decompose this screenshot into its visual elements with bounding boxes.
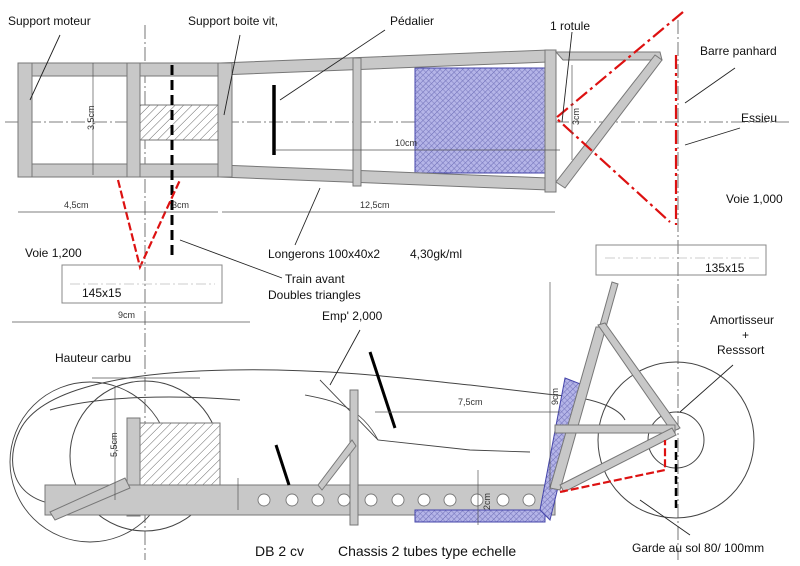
front-wishbone <box>116 179 181 271</box>
dim-2cm: 2cm <box>482 493 492 510</box>
dim-3-5cm: 3,5cm <box>86 105 96 130</box>
body-outline <box>19 369 626 431</box>
dim-7-5cm: 7,5cm <box>458 397 483 407</box>
label-pneu-avant: 145x15 <box>82 286 122 300</box>
side-view <box>9 281 755 543</box>
label-train-avant: Train avant <box>285 272 345 286</box>
front-tyre-box <box>61 264 223 304</box>
floor-panel <box>414 67 548 174</box>
label-essieu: Essieu <box>741 111 777 125</box>
label-pedalier: Pédalier <box>390 14 434 28</box>
label-rotule: 1 rotule <box>550 19 590 33</box>
label-garde-sol: Garde au sol 80/ 100mm <box>632 541 764 555</box>
label-support-moteur: Support moteur <box>8 14 91 28</box>
side-dimension-lines <box>92 282 560 525</box>
label-amortisseur: Amortisseur <box>710 313 774 327</box>
diagram-title: DB 2 cv <box>255 543 304 559</box>
diagram-subtitle: Chassis 2 tubes type echelle <box>338 543 516 559</box>
leader-lines <box>29 29 741 279</box>
label-voie-arriere: Voie 1,000 <box>726 192 783 206</box>
lightening-holes <box>257 493 536 507</box>
label-support-boite: Support boite vit, <box>188 14 278 28</box>
dim-3cm-right: 3cm <box>571 108 581 125</box>
label-doubles-triangles: Doubles triangles <box>268 288 361 302</box>
label-hauteur-carbu: Hauteur carbu <box>55 351 131 365</box>
rear-tyre-box <box>595 244 767 276</box>
front-rail-bottom <box>17 163 224 178</box>
dimension-lines <box>12 63 573 323</box>
label-voie-avant: Voie 1,200 <box>25 246 82 260</box>
floor-side <box>414 509 546 523</box>
label-pneu-arriere: 135x15 <box>705 261 745 275</box>
label-poids: 4,30gk/ml <box>410 247 462 261</box>
rear-suspension <box>559 440 667 494</box>
label-empattement: Emp' 2,000 <box>322 309 383 323</box>
dim-9cm-top: 9cm <box>118 310 135 320</box>
dim-9cm-side: 9cm <box>550 388 560 405</box>
crossmember-2 <box>126 62 141 178</box>
top-view <box>5 11 790 560</box>
dim-10cm: 10cm <box>395 138 417 148</box>
label-ressort: Resssort <box>717 343 765 357</box>
rear-wheel <box>597 361 755 519</box>
front-crossmember <box>17 62 33 178</box>
dim-12-5cm: 12,5cm <box>360 200 390 210</box>
crossmember-3 <box>217 62 233 178</box>
rear-arm-diagonal <box>555 54 663 189</box>
gearbox-block <box>139 104 219 141</box>
label-amortisseur-plus: + <box>742 328 749 342</box>
steering-column <box>368 351 397 429</box>
rear-arm-top <box>554 51 663 61</box>
label-longerons: Longerons 100x40x2 <box>268 247 380 261</box>
label-barre-panhard: Barre panhard <box>700 44 777 58</box>
rear-crossbar <box>544 49 557 193</box>
dim-5-5cm: 5,5cm <box>109 432 119 457</box>
panhard-rod <box>554 11 684 223</box>
front-rail-top <box>17 62 224 77</box>
seat-post <box>349 389 359 526</box>
dim-4-5cm: 4,5cm <box>64 200 89 210</box>
dim-3cm: 3cm <box>172 200 189 210</box>
crossmember-pedal <box>352 57 362 187</box>
